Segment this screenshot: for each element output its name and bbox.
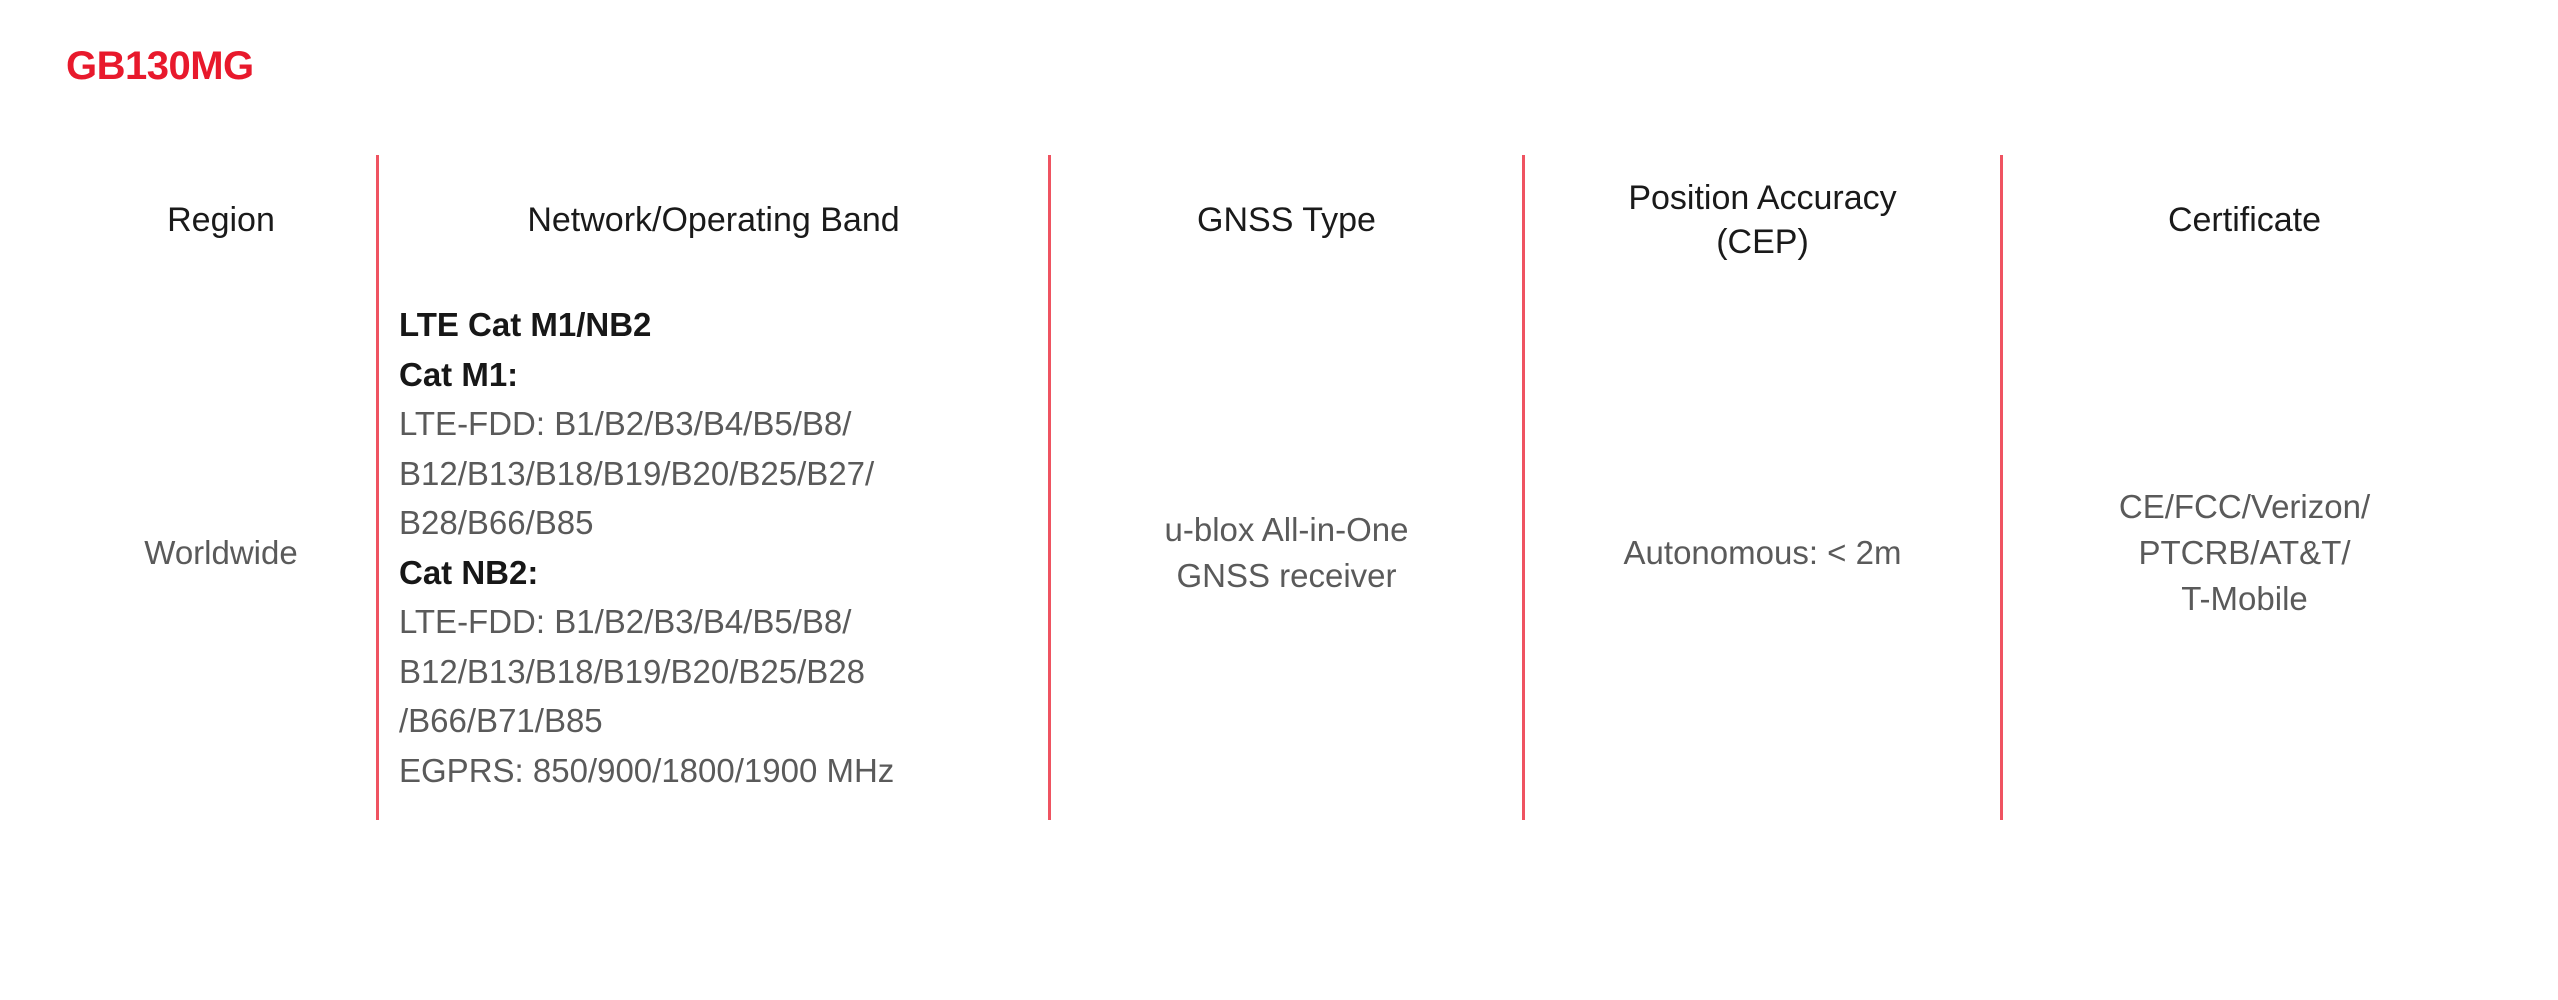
specification-table: Region Worldwide Network/Operating Band …	[66, 155, 2486, 820]
column-header-network-operating-band: Network/Operating Band	[527, 201, 900, 239]
cell-region: Worldwide	[144, 533, 298, 571]
certificate-line-3: T-Mobile	[2181, 579, 2308, 617]
column-position-accuracy: Position Accuracy (CEP) Autonomous: < 2m	[1525, 155, 2000, 820]
column-header-certificate: Certificate	[2167, 201, 2322, 239]
cell-certificate: CE/FCC/Verizon/PTCRB/AT&T/T-Mobile	[2003, 285, 2486, 820]
band-line-3: LTE-FDD: B1/B2/B3/B4/B5/B8/	[399, 405, 852, 442]
column-header-region: Region	[167, 201, 275, 239]
band-line-7: LTE-FDD: B1/B2/B3/B4/B5/B8/	[399, 603, 852, 640]
page-title: GB130MG	[66, 44, 254, 88]
column-header-gnss-type: GNSS Type	[1197, 201, 1376, 239]
column-certificate: Certificate CE/FCC/Verizon/PTCRB/AT&T/T-…	[2003, 155, 2486, 820]
cell-position-accuracy: Autonomous: < 2m	[1525, 285, 2000, 820]
column-header-position-accuracy-line2: (CEP)	[1716, 223, 1809, 261]
band-line-2: Cat M1:	[399, 355, 519, 393]
band-line-4: B12/B13/B18/B19/B20/B25/B27/	[399, 454, 875, 492]
band-line-9: /B66/B71/B85	[399, 702, 603, 739]
column-header-position-accuracy: Position Accuracy (CEP)	[1525, 155, 2000, 285]
accuracy-line-1: Autonomous: < 2m	[1623, 533, 1902, 571]
certificate-line-2: PTCRB/AT&T/	[2138, 533, 2351, 571]
band-line-1: LTE Cat M1/NB2	[399, 306, 652, 343]
gnss-line-1: u-blox All-in-One	[1164, 510, 1409, 548]
band-line-8: B12/B13/B18/B19/B20/B25/B28	[399, 652, 866, 690]
band-line-10: EGPRS: 850/900/1800/1900 MHz	[399, 751, 895, 789]
column-divider-2	[1048, 155, 1051, 820]
certificate-line-1: CE/FCC/Verizon/	[2118, 487, 2371, 525]
gnss-line-2: GNSS receiver	[1176, 556, 1397, 594]
column-header-position-accuracy-line1: Position Accuracy	[1628, 179, 1897, 217]
certificate-line-list: CE/FCC/Verizon/PTCRB/AT&T/T-Mobile	[2119, 484, 2370, 622]
accuracy-line-list: Autonomous: < 2m	[1624, 530, 1902, 576]
column-divider-4	[2000, 155, 2003, 820]
column-divider-1	[376, 155, 379, 820]
column-divider-3	[1522, 155, 1525, 820]
band-line-5: B28/B66/B85	[399, 504, 594, 541]
band-line-6: Cat NB2:	[399, 553, 539, 591]
column-region: Region Worldwide	[66, 155, 376, 820]
